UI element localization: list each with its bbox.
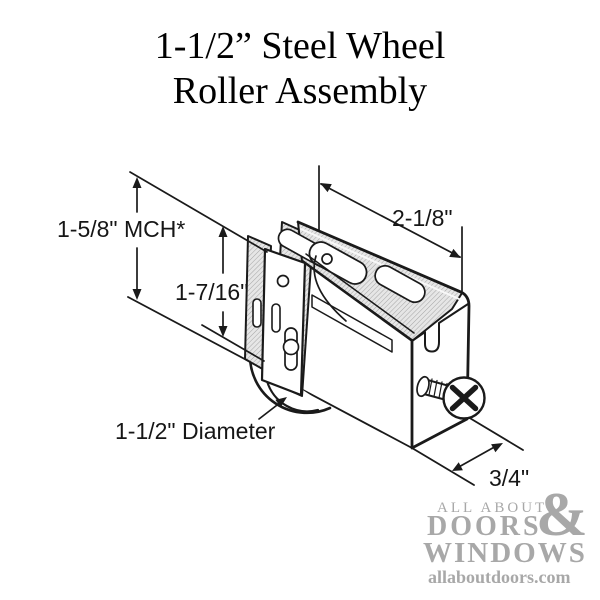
adjustment-screw-icon [416, 375, 486, 420]
dimension-label-wheel-diameter: 1-1/2" Diameter [115, 418, 276, 444]
page-title-line1: 1-1/2” Steel Wheel [154, 25, 446, 67]
watermark-windows: WINDOWS [423, 537, 587, 569]
watermark-website: allaboutdoors.com [428, 567, 571, 587]
dimension-label-plate-height: 1-5/8" MCH* [57, 216, 186, 242]
front-carriage-plate [260, 247, 307, 397]
dimension-label-housing-length: 2-1/8" [392, 205, 453, 231]
depth-extension-line [467, 416, 524, 451]
watermark-ampersand: & [536, 481, 588, 549]
watermark-all-about: ALL ABOUT [437, 500, 548, 516]
dimension-arrowheads [132, 177, 503, 471]
watermark-doors: DOORS [427, 511, 542, 542]
dimension-label-inner-height: 1-7/16" [175, 279, 249, 305]
dimension-lines [129, 165, 499, 469]
page-title: 1-1/2” Steel Wheel Roller Assembly [0, 24, 600, 114]
dimension-label-housing-depth: 3/4" [489, 465, 530, 491]
page-title-line2: Roller Assembly [172, 69, 428, 112]
